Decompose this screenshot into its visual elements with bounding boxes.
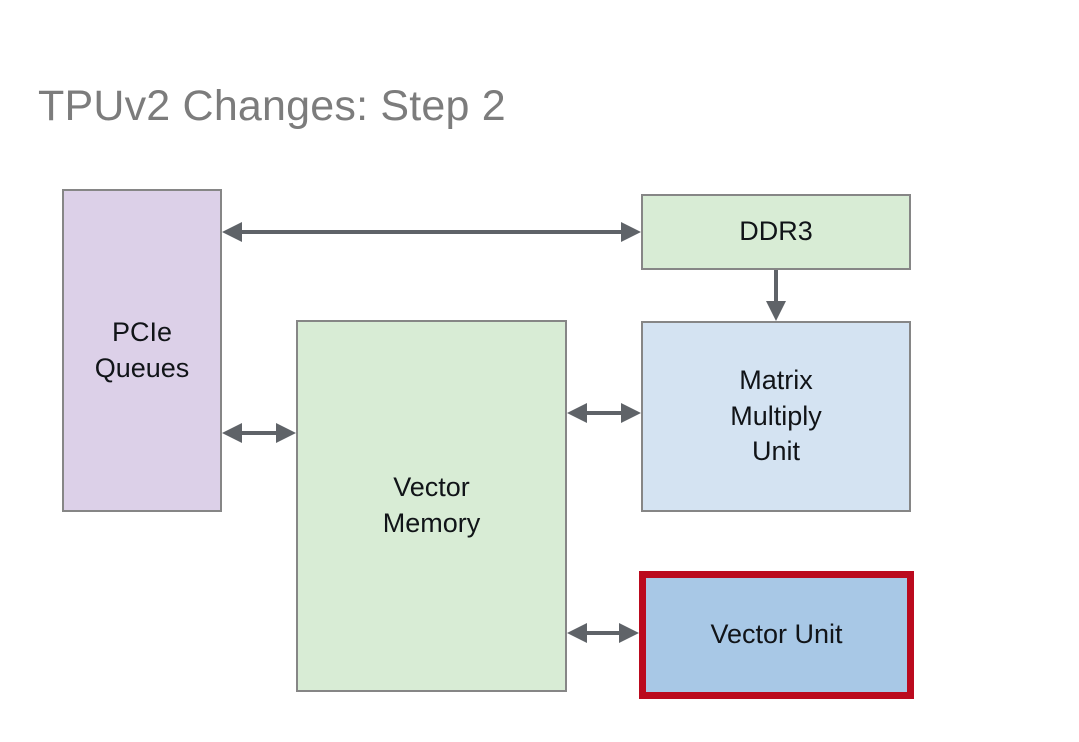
block-ddr3[interactable]: DDR3: [641, 194, 911, 270]
connector-vector-memory-to-matrix-multiply-unit: [567, 393, 641, 433]
block-vector-memory-label-line1: Vector: [393, 472, 470, 503]
connector-vector-memory-to-vector-unit: [567, 613, 639, 653]
block-matrix-multiply-unit[interactable]: Matrix Multiply Unit: [641, 321, 911, 512]
page-title: TPUv2 Changes: Step 2: [38, 82, 506, 130]
connector-pcie-queues-to-ddr3: [222, 212, 641, 252]
block-pcie-queues[interactable]: PCIe Queues: [62, 189, 222, 512]
block-matrix-multiply-unit-label-line3: Unit: [751, 436, 800, 467]
connector-pcie-queues-to-vector-memory: [222, 413, 296, 453]
connector-ddr3-to-matrix-multiply-unit: [756, 270, 796, 321]
block-ddr3-label: DDR3: [739, 216, 813, 247]
block-vector-unit-label: Vector Unit: [710, 619, 843, 650]
block-pcie-queues-label-line2: Queues: [94, 352, 190, 383]
block-vector-unit[interactable]: Vector Unit: [639, 571, 914, 699]
block-matrix-multiply-unit-label-line1: Matrix: [739, 364, 813, 395]
block-vector-memory-label-line2: Memory: [382, 508, 481, 538]
block-matrix-multiply-unit-label-line2: Multiply: [730, 400, 822, 431]
block-pcie-queues-label-line1: PCIe: [111, 316, 172, 347]
block-vector-memory[interactable]: Vector Memory: [296, 320, 567, 692]
